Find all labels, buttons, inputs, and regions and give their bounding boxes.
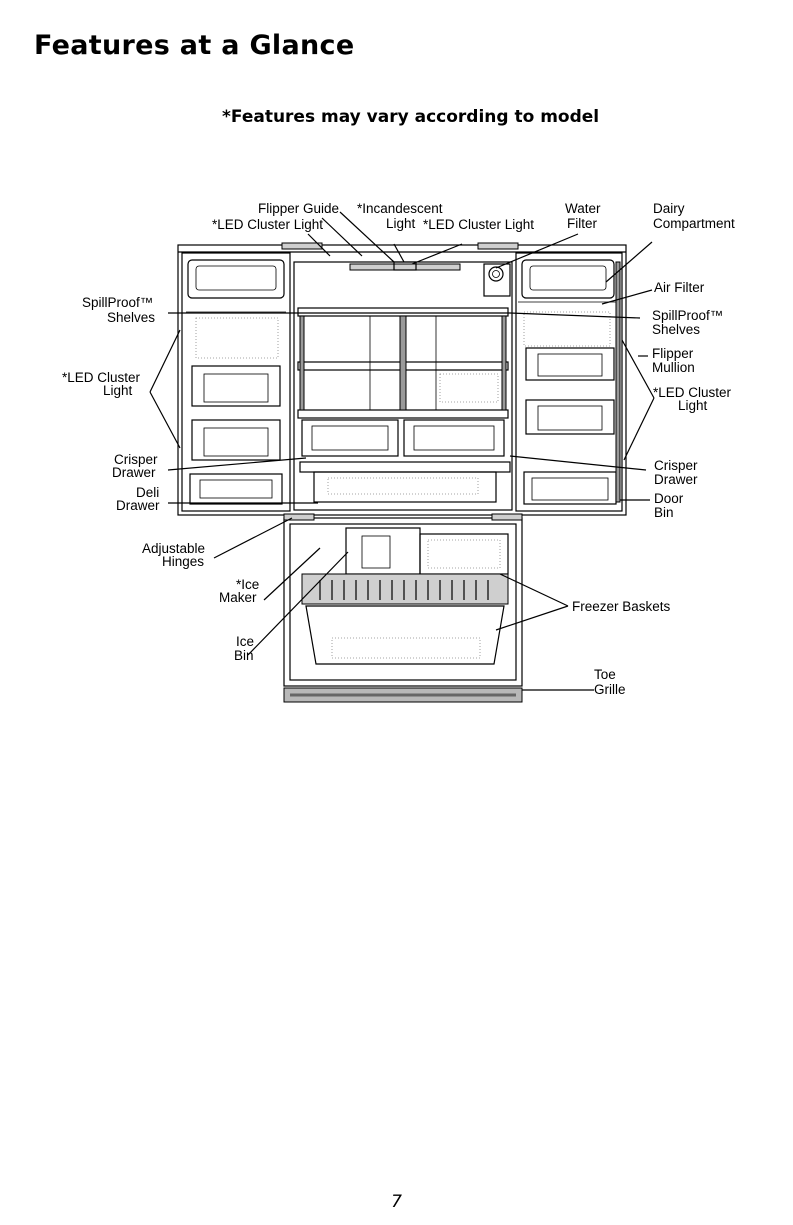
label-led-right-1: *LED Cluster <box>653 385 732 400</box>
freezer-basket-lower <box>305 605 505 665</box>
water-filter-knob <box>488 266 504 282</box>
label-spillproof-left-1: SpillProof™ <box>82 295 153 310</box>
label-led-cluster-light-top-2: *LED Cluster Light <box>423 217 534 232</box>
led-light-bar <box>349 263 461 271</box>
label-toe-grille-1: Toe <box>594 667 616 682</box>
label-light: Light <box>386 216 416 231</box>
left-door-bin-2 <box>191 419 281 461</box>
callout-labels: Flipper Guide *LED Cluster Light *Incand… <box>62 201 735 697</box>
label-deli-2: Drawer <box>116 498 160 513</box>
left-door <box>181 252 291 512</box>
freezer-basket-upper <box>301 573 509 605</box>
label-ice-maker-2: Maker <box>219 590 257 605</box>
page-title: Features at a Glance <box>34 30 355 61</box>
leader-lines <box>149 211 655 691</box>
label-crisper-right-2: Drawer <box>654 472 698 487</box>
page-subtitle: *Features may vary according to model <box>222 107 600 127</box>
label-ice-bin-2: Bin <box>234 648 254 663</box>
label-flipper-mullion-2: Mullion <box>652 360 695 375</box>
right-door-bin-3 <box>523 471 617 505</box>
label-spillproof-right-2: Shelves <box>652 322 700 337</box>
label-led-left-1: *LED Cluster <box>62 370 141 385</box>
spillproof-shelf-1 <box>297 307 509 317</box>
label-spillproof-right-1: SpillProof™ <box>652 308 723 323</box>
label-incandescent: *Incandescent <box>357 201 443 216</box>
label-crisper-left-2: Drawer <box>112 465 156 480</box>
right-door-bin-2 <box>525 399 615 435</box>
label-led-right-2: Light <box>678 398 708 413</box>
label-water: Water <box>565 201 601 216</box>
label-crisper-left-1: Crisper <box>114 452 158 467</box>
label-door-bin-1: Door <box>654 491 684 506</box>
left-door-bin-3 <box>189 473 283 505</box>
label-crisper-right-1: Crisper <box>654 458 698 473</box>
refrigerator-illustration <box>177 242 627 703</box>
left-door-bin-1 <box>191 365 281 407</box>
label-led-left-2: Light <box>103 383 133 398</box>
label-filter: Filter <box>567 216 598 231</box>
page-number: 7 <box>391 1192 402 1212</box>
right-door <box>515 252 623 512</box>
label-air-filter: Air Filter <box>654 280 705 295</box>
crisper-drawer-left <box>301 419 399 457</box>
label-toe-grille-2: Grille <box>594 682 626 697</box>
label-ice-bin-1: Ice <box>236 634 254 649</box>
spillproof-shelf-3 <box>297 409 509 419</box>
label-door-bin-2: Bin <box>654 505 674 520</box>
label-led-cluster-light-top-1: *LED Cluster Light <box>212 217 323 232</box>
deli-drawer <box>313 471 497 503</box>
right-door-bin-1 <box>525 347 615 381</box>
dairy-compartment <box>521 259 615 299</box>
label-compartment: Compartment <box>653 216 735 231</box>
label-hinges-2: Hinges <box>162 554 204 569</box>
label-flipper-guide: Flipper Guide <box>258 201 339 216</box>
ice-maker <box>345 527 421 575</box>
fridge-interior <box>293 261 513 511</box>
fridge-cabinet <box>177 244 627 516</box>
freezer <box>283 513 523 687</box>
label-freezer-baskets: Freezer Baskets <box>572 599 671 614</box>
crisper-drawer-right <box>403 419 505 457</box>
label-hinges-1: Adjustable <box>142 541 205 556</box>
basket-slots <box>319 580 489 600</box>
label-spillproof-left-2: Shelves <box>107 310 155 325</box>
label-ice-maker-1: *Ice <box>236 577 259 592</box>
label-dairy: Dairy <box>653 201 685 216</box>
label-deli-1: Deli <box>136 485 159 500</box>
label-flipper-mullion-1: Flipper <box>652 346 694 361</box>
flipper-mullion <box>615 261 621 503</box>
